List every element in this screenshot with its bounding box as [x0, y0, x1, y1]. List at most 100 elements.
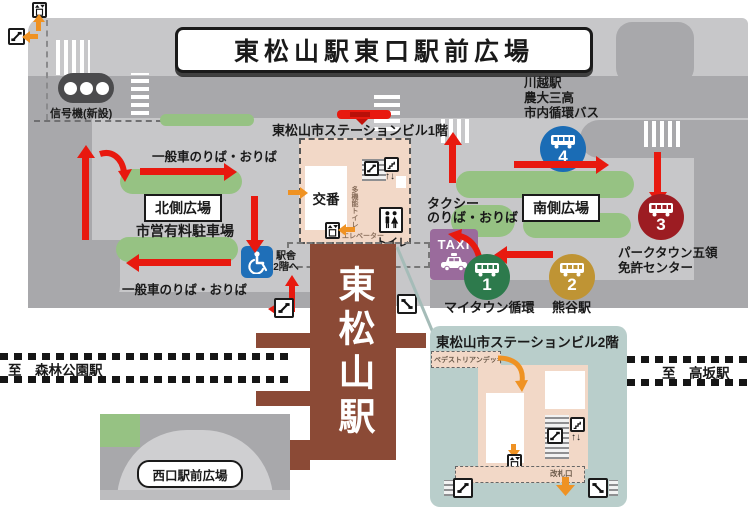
- station-name: 東松山駅: [333, 265, 374, 441]
- arrow-red-bus2-to-bus1: [507, 251, 553, 258]
- north-car-stop-bottom-label: 一般車のりば・おりば: [122, 283, 248, 297]
- arrow-orange-to-elevator: [511, 444, 516, 450]
- escalator-icon: [274, 298, 294, 318]
- bus-icon: [475, 263, 499, 277]
- bus-stop-3-number: 3: [656, 215, 666, 234]
- lane-dash-vertical: [46, 20, 48, 120]
- parking-label: 市営有料駐車場: [136, 223, 234, 239]
- stairs-icon: [384, 157, 399, 172]
- hedge-top-strip: [160, 114, 254, 126]
- arrow-red-curve-north: [99, 150, 132, 182]
- inset-title: 東松山市ステーションビル2階: [436, 335, 619, 350]
- koban-room: 交番: [305, 166, 347, 230]
- to-station-2f-line1: 駅舎: [276, 251, 296, 262]
- multi-toilet-label: 多機能トイレ: [351, 186, 358, 228]
- rail-right-lower: [627, 379, 750, 386]
- arrow-orange-gate: [556, 477, 575, 496]
- rail-left-upper: [0, 353, 290, 360]
- taxi-car-icon: [441, 253, 467, 271]
- escalator-icon: [453, 478, 473, 498]
- arrow-red-right-bus4: [514, 161, 596, 168]
- north-car-stop-top-label: 一般車のりば・おりば: [152, 150, 278, 164]
- bus-stop-3-label-line1: パークタウン五領: [618, 246, 718, 260]
- bus-icon: [560, 263, 584, 277]
- arrow-orange-into-koban: [288, 190, 300, 195]
- bus4-destination-line3: 市内循環バス: [524, 106, 600, 120]
- koban-label: 交番: [312, 192, 340, 207]
- escalator-icon: [364, 161, 379, 176]
- station-building-1f-label: 東松山市ステーションビル1階: [272, 123, 448, 138]
- escalator-icon: [547, 428, 563, 444]
- inset-deck-bottom: [455, 466, 585, 483]
- inset-leader-line: [395, 246, 436, 336]
- north-plaza-label: 北側広場: [144, 194, 222, 222]
- stairs-updown-label: ↑↓: [385, 171, 395, 182]
- bus-icon: [551, 135, 575, 149]
- platform-stub: [396, 333, 426, 348]
- bus-stop-1-label: マイタウン循環: [444, 300, 535, 315]
- rail-left-lower: [0, 376, 290, 383]
- bus-icon: [649, 203, 673, 217]
- arrow-orange-left-offmap: [30, 34, 38, 39]
- hedge-south-upper: [456, 171, 634, 198]
- bus-stop-4-number: 4: [558, 147, 568, 166]
- ticket-gate-label: 改札口: [550, 469, 573, 478]
- inset-stairs-updown-label: ↑↓: [571, 432, 581, 443]
- arrow-red-down-north: [251, 196, 258, 240]
- road-bottom-left: [90, 292, 312, 308]
- west-plaza-green: [100, 414, 140, 447]
- arrow-red-right-north: [140, 168, 224, 175]
- west-plaza-label: 西口駅前広場: [137, 460, 243, 488]
- block-top-right: [616, 22, 694, 84]
- taxi-sign-text: TAXI: [437, 237, 471, 252]
- rail-right-upper: [627, 356, 750, 363]
- bus-stop-2-number: 2: [567, 275, 577, 294]
- south-plaza-label-text: 南側広場: [533, 200, 589, 216]
- escalator-icon: [397, 294, 417, 314]
- arrow-red-left-north: [139, 259, 231, 266]
- arrow-red-up-north: [82, 158, 89, 240]
- bus-stop-3-label-line2: 免許センター: [618, 261, 694, 275]
- road-right-vertical: [694, 120, 748, 308]
- bus-stop-3: 3: [638, 194, 684, 240]
- crosswalk-left-small: [131, 73, 149, 115]
- page-title: 東松山駅東口駅前広場: [175, 27, 593, 73]
- bus-stop-2-label: 熊谷駅: [552, 300, 592, 315]
- inset-room-right: [545, 371, 585, 409]
- bus-stop-1-number: 1: [482, 275, 492, 294]
- traffic-light-lamp: [79, 81, 93, 95]
- arrow-red-up-taxi-road: [449, 145, 456, 183]
- south-plaza-label: 南側広場: [522, 194, 600, 222]
- west-plaza-bottom-strip: [100, 490, 290, 500]
- rail-left-label: 至 森林公園駅: [8, 363, 103, 378]
- lane-dash-horizontal: [34, 120, 162, 122]
- bus-stop-1: 1: [464, 254, 510, 300]
- arrow-red-down-right: [654, 152, 661, 192]
- arrow-orange-curve-inset: [497, 355, 528, 392]
- deck-entrance-marker-inner: [350, 112, 370, 117]
- escalator-icon: [588, 478, 608, 498]
- bus-stop-2: 2: [549, 254, 595, 300]
- taxi-stop-label-line2: のりば・おりば: [427, 210, 519, 225]
- pedestrian-deck-label: ペデストリアンデッキ: [434, 357, 504, 364]
- stairs-icon: [570, 417, 585, 432]
- signal-label: 信号機(新設): [50, 108, 113, 120]
- crosswalk-right: [644, 121, 684, 147]
- elevator-label: エレベーター: [342, 233, 384, 240]
- traffic-light-lamp: [95, 81, 109, 95]
- elevator-icon: [325, 222, 340, 239]
- arrow-orange-elevator-1f: [346, 227, 355, 232]
- bus4-destination-line1: 川越駅: [524, 76, 562, 90]
- deck-entrance-marker-point: [356, 119, 368, 125]
- platform-stub: [256, 391, 310, 406]
- crosswalk-top-left: [56, 40, 90, 75]
- to-station-2f-line2: 2階へ: [273, 262, 299, 273]
- inset-stripe-right: [609, 480, 618, 496]
- wall-tab: [396, 176, 406, 188]
- inset-stripe-left: [444, 480, 453, 496]
- taxi-stop-label-line1: タクシー: [427, 196, 480, 211]
- toilet-icon: [379, 207, 403, 233]
- page-title-text: 東松山駅東口駅前広場: [233, 38, 534, 66]
- station-building: [310, 244, 396, 460]
